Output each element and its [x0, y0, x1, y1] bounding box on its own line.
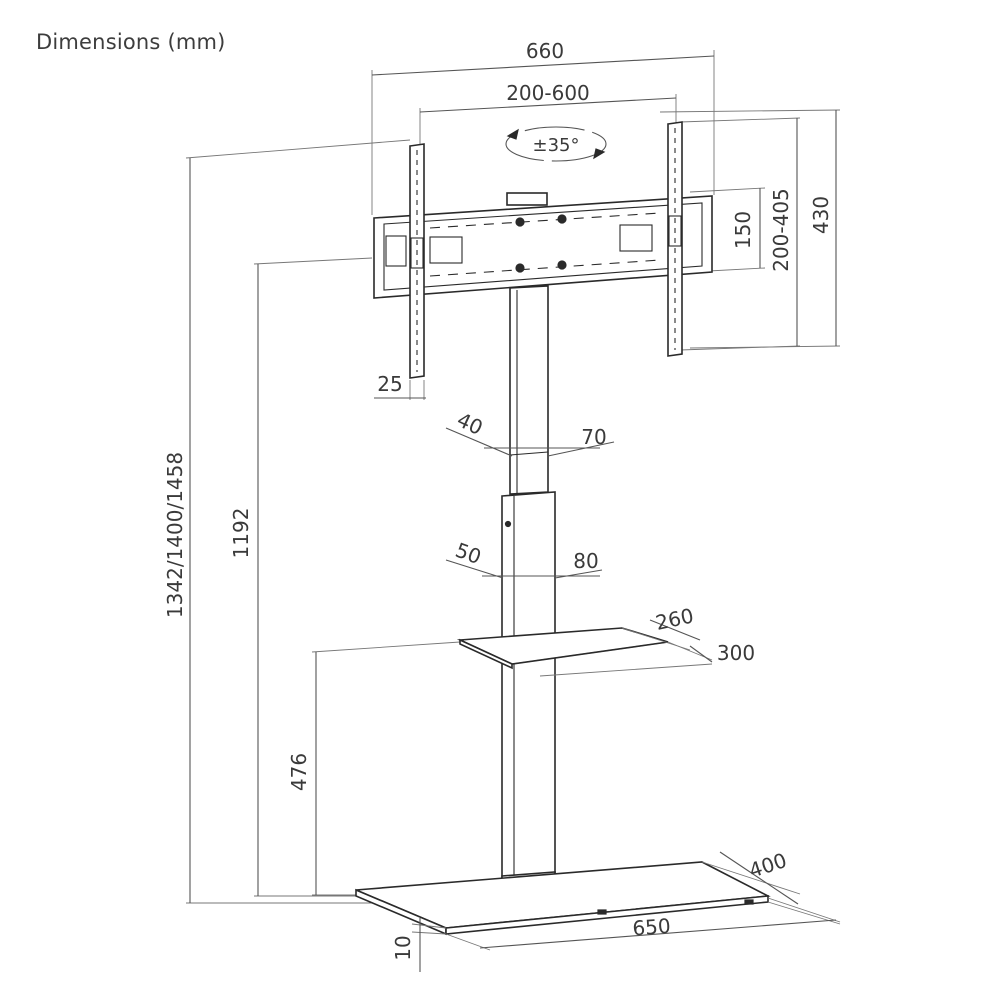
label-total-height: 1342/1400/1458	[163, 452, 187, 618]
dimension-base-width: 650	[445, 901, 841, 951]
lower-pole	[501, 491, 556, 889]
right-vertical-arm	[667, 121, 683, 357]
label-70: 70	[581, 425, 606, 449]
plate-slots	[385, 212, 661, 277]
label-476: 476	[287, 753, 311, 791]
label-10: 10	[391, 935, 415, 960]
dimension-200-405: 200-405	[679, 117, 801, 351]
floor-base	[355, 861, 771, 936]
label-660: 660	[526, 39, 564, 63]
dimension-base-thickness: 10	[391, 918, 447, 972]
label-40: 40	[453, 407, 486, 440]
label-200-600: 200-600	[506, 81, 590, 105]
dimension-25: 25	[374, 372, 426, 400]
label-650: 650	[632, 914, 672, 941]
dimension-1192: 1192	[229, 257, 373, 897]
dimension-476: 476	[287, 641, 461, 896]
label-400: 400	[746, 848, 790, 883]
label-430: 430	[809, 196, 833, 234]
page-title: Dimensions (mm)	[36, 30, 226, 54]
label-50: 50	[452, 538, 484, 569]
dimension-total-height: 1342/1400/1458	[163, 139, 440, 904]
label-300: 300	[717, 641, 755, 665]
upper-pole	[509, 285, 549, 495]
label-260: 260	[653, 603, 695, 634]
label-200-405: 200-405	[769, 188, 793, 272]
dimension-660: 660	[371, 39, 715, 215]
dimension-200-600: 200-600	[419, 81, 677, 145]
label-25: 25	[377, 372, 402, 396]
tilt-indicator: ±35°	[505, 126, 607, 162]
wall-bracket	[373, 121, 713, 379]
label-1192: 1192	[229, 508, 253, 559]
left-vertical-arm	[409, 143, 425, 379]
label-80: 80	[573, 549, 598, 573]
label-tilt: ±35°	[533, 135, 580, 156]
middle-shelf	[456, 627, 669, 670]
dimension-430: 430	[659, 109, 841, 349]
label-150: 150	[731, 211, 755, 249]
